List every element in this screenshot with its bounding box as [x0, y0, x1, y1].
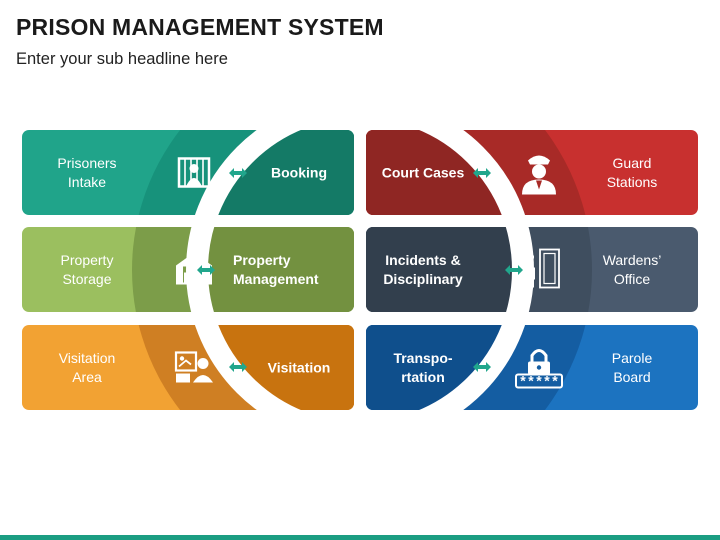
double-arrow-icon — [473, 362, 491, 372]
page-subtitle: Enter your sub headline here — [16, 50, 228, 68]
double-arrow-icon — [505, 265, 523, 275]
card-court-inner-label-line-1: Court Cases — [382, 165, 465, 181]
double-arrow-icon — [473, 168, 491, 178]
svg-text:*: * — [544, 373, 550, 389]
double-arrow-icon — [197, 265, 215, 275]
card-visitation-inner-label-line-1: Visitation — [268, 360, 331, 376]
card-property-outer-label-line-2: Storage — [62, 271, 111, 287]
card-incidents-inner-label-line-2: Disciplinary — [383, 271, 463, 287]
prisoner-cell-icon — [177, 157, 211, 188]
visitor-board-icon — [174, 351, 213, 383]
card-parole-outer-label-line-1: Parole — [612, 350, 653, 366]
card-court-outer-label-line-1: Guard — [613, 155, 652, 171]
guard-icon — [522, 155, 556, 195]
card-property-inner-label-line-1: Property — [233, 252, 291, 268]
card-intake-inner-label-line-1: Booking — [271, 165, 327, 181]
card-incidents-inner-label-line-1: Incidents & — [385, 252, 460, 268]
card-intake-outer-label-line-1: Prisoners — [57, 155, 116, 171]
svg-text:*: * — [536, 373, 542, 389]
padlock-password-icon: ***** — [515, 349, 563, 389]
card-parole-outer-label-line-2: Board — [613, 369, 650, 385]
card-visitation-outer-label-line-1: Visitation — [59, 350, 116, 366]
double-arrow-icon — [229, 362, 247, 372]
card-intake-outer-label-line-2: Intake — [68, 174, 106, 190]
bottom-accent-bar — [0, 535, 720, 540]
card-incidents-outer-label-line-2: Office — [614, 271, 651, 287]
svg-text:*: * — [552, 373, 558, 389]
card-parole-inner-label-line-1: Transpo- — [393, 350, 452, 366]
card-property-inner-label-line-2: Management — [233, 271, 319, 287]
svg-text:*: * — [528, 373, 534, 389]
card-incidents-outer-label-line-1: Wardens’ — [603, 252, 662, 268]
card-property-outer-label-line-1: Property — [61, 252, 114, 268]
card-parole-inner-label-line-2: rtation — [401, 369, 445, 385]
card-visitation-outer-label-line-2: Area — [72, 369, 102, 385]
double-arrow-icon — [229, 168, 247, 178]
page-title: PRISON MANAGEMENT SYSTEM — [16, 14, 384, 40]
svg-text:*: * — [520, 373, 526, 389]
card-court-outer-label-line-2: Stations — [607, 174, 658, 190]
